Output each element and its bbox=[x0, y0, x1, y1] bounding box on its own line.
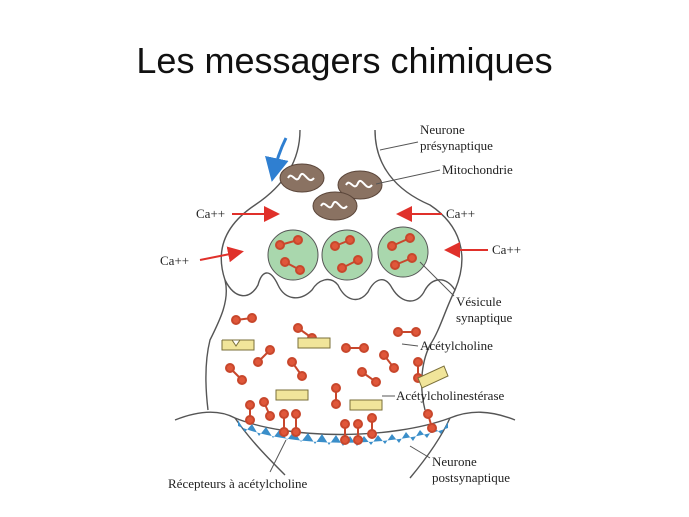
vesicles-group bbox=[268, 227, 428, 280]
mitochondrion bbox=[280, 164, 324, 192]
synaptic-vesicle bbox=[268, 230, 318, 280]
ca-arrow-left bbox=[200, 252, 240, 260]
label-postsynaptic-line1: Neurone bbox=[432, 454, 477, 469]
label-receptors: Récepteurs à acétylcholine bbox=[168, 476, 308, 491]
synaptic-vesicle bbox=[378, 227, 428, 277]
mitochondrion bbox=[313, 192, 357, 220]
label-mitochondria: Mitochondrie bbox=[442, 162, 513, 177]
label-ca-left: Ca++ bbox=[160, 253, 189, 268]
label-acetylcholinesterase: Acétylcholinestérase bbox=[396, 388, 505, 403]
label-ca-top-left: Ca++ bbox=[196, 206, 225, 221]
mitochondria-group bbox=[280, 164, 382, 220]
label-presynaptic-line2: présynaptique bbox=[420, 138, 493, 153]
label-postsynaptic-line2: postsynaptique bbox=[432, 470, 510, 485]
label-vesicle-line1: Vésicule bbox=[456, 294, 502, 309]
label-presynaptic-line1: Neurone bbox=[420, 122, 465, 137]
label-vesicle-line2: synaptique bbox=[456, 310, 513, 325]
label-ca-right: Ca++ bbox=[492, 242, 521, 257]
label-ca-top-right: Ca++ bbox=[446, 206, 475, 221]
label-acetylcholine: Acétylcholine bbox=[420, 338, 493, 353]
